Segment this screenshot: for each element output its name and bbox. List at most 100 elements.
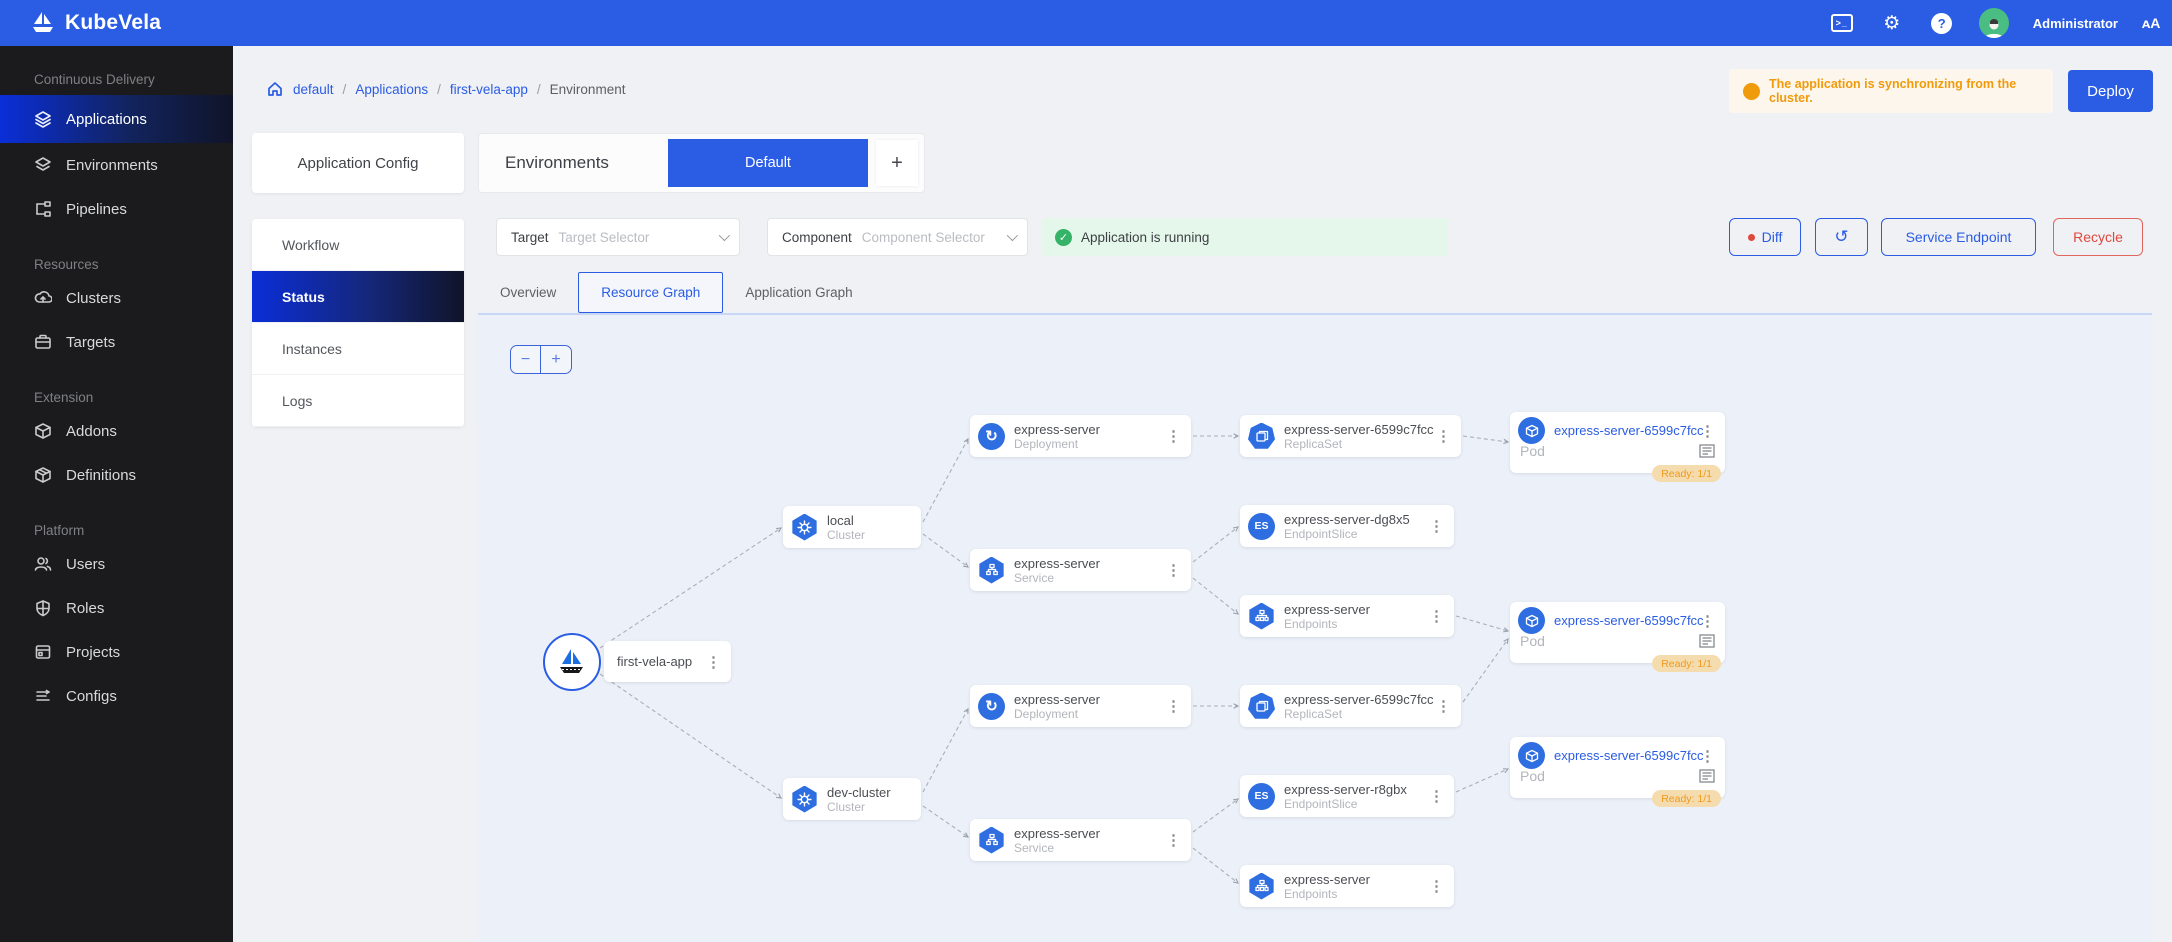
breadcrumb-default[interactable]: default (293, 81, 334, 97)
pod-title-link[interactable]: express-server-6599c7fcc (1554, 748, 1704, 763)
graph-node-cluster-dev[interactable]: dev-cluster Cluster (783, 778, 921, 820)
sidebar-item-label: Clusters (66, 289, 122, 307)
sidebar-item-label: Users (66, 555, 106, 573)
refresh-button[interactable]: ↺ (1815, 218, 1868, 256)
node-menu-icon[interactable]: ⋮ (1700, 612, 1715, 630)
breadcrumb-applications[interactable]: Applications (355, 81, 429, 97)
sidebar-item-pipelines[interactable]: Pipelines (0, 187, 233, 231)
submenu-item-logs[interactable]: Logs (252, 375, 464, 427)
username-label[interactable]: Administrator (2032, 15, 2118, 31)
node-menu-icon[interactable]: ⋮ (1429, 518, 1444, 535)
node-menu-icon[interactable]: ⋮ (1700, 747, 1715, 765)
app-root-label-card[interactable]: first-vela-app ⋮ (604, 641, 731, 682)
sidebar-item-applications[interactable]: Applications (0, 95, 233, 143)
graph-node-endpoints-local[interactable]: express-server Endpoints ⋮ (1240, 595, 1454, 637)
sidebar-item-clusters[interactable]: Clusters (0, 276, 233, 320)
graph-node-pod-3[interactable]: express-server-6599c7fcc ⋮ Pod Ready: 1/… (1510, 737, 1725, 807)
component-selector[interactable]: Component Component Selector (767, 218, 1028, 256)
pod-title-link[interactable]: express-server-6599c7fcc (1554, 423, 1704, 438)
pod-log-icon[interactable] (1699, 444, 1715, 458)
sidebar-item-roles[interactable]: Roles (0, 586, 233, 630)
add-environment-button[interactable]: + (876, 140, 918, 186)
status-submenu: Workflow Status Instances Logs (252, 219, 464, 427)
warning-icon: ! (1743, 82, 1760, 100)
submenu-item-instances[interactable]: Instances (252, 323, 464, 375)
graph-node-deployment-dev[interactable]: ↻ express-server Deployment ⋮ (970, 685, 1191, 727)
sidebar-item-projects[interactable]: Projects (0, 630, 233, 674)
diff-dot-icon (1747, 233, 1755, 241)
zoom-out-button[interactable]: − (511, 346, 541, 373)
avatar[interactable] (1978, 8, 2009, 38)
tab-overview[interactable]: Overview (500, 285, 557, 300)
node-subtitle: ReplicaSet (1284, 706, 1343, 721)
node-menu-icon[interactable]: ⋮ (706, 653, 721, 671)
sidebar-item-users[interactable]: Users (0, 542, 233, 586)
definitions-icon (34, 466, 52, 484)
application-config-label: Application Config (297, 154, 419, 172)
node-menu-icon[interactable]: ⋮ (1429, 878, 1444, 895)
graph-node-pod-1[interactable]: express-server-6599c7fcc ⋮ Pod Ready: 1/… (1510, 412, 1725, 482)
node-menu-icon[interactable]: ⋮ (1436, 698, 1451, 715)
submenu-item-workflow[interactable]: Workflow (252, 219, 464, 271)
resource-graph-canvas[interactable]: − + first-vela-app ⋮ local Cluster dev-c… (478, 313, 2152, 942)
node-title: express-server (1284, 601, 1370, 617)
node-subtitle: Endpoints (1284, 886, 1338, 901)
sidebar-item-definitions[interactable]: Definitions (0, 453, 233, 497)
recycle-button[interactable]: Recycle (2053, 218, 2143, 256)
breadcrumb-environment: Environment (549, 81, 626, 97)
sidebar-item-label: Applications (66, 110, 147, 128)
sidebar-section-resources: Resources (34, 257, 99, 272)
node-menu-icon[interactable]: ⋮ (1436, 428, 1451, 445)
node-title: local (827, 512, 854, 528)
node-menu-icon[interactable]: ⋮ (1166, 428, 1181, 445)
sidebar-item-configs[interactable]: Configs (0, 674, 233, 718)
pod-log-icon[interactable] (1699, 769, 1715, 783)
environment-tab-default[interactable]: Default (668, 139, 868, 187)
graph-node-endpoints-dev[interactable]: express-server Endpoints ⋮ (1240, 865, 1454, 907)
graph-node-pod-2[interactable]: express-server-6599c7fcc ⋮ Pod Ready: 1/… (1510, 602, 1725, 672)
deploy-button[interactable]: Deploy (2068, 70, 2153, 112)
kubevela-logo[interactable]: KubeVela (0, 10, 161, 36)
node-menu-icon[interactable]: ⋮ (1700, 422, 1715, 440)
graph-node-replicaset-local[interactable]: express-server-6599c7fcc ReplicaSet ⋮ (1240, 415, 1461, 457)
breadcrumb-first-vela-app[interactable]: first-vela-app (449, 81, 528, 97)
node-title: express-server (1014, 825, 1100, 841)
node-menu-icon[interactable]: ⋮ (1429, 608, 1444, 625)
tab-application-graph[interactable]: Application Graph (745, 285, 853, 300)
graph-node-cluster-local[interactable]: local Cluster (783, 506, 921, 548)
submenu-item-status[interactable]: Status (252, 271, 464, 323)
graph-node-endpointslice-dg8x5[interactable]: ES express-server-dg8x5 EndpointSlice ⋮ (1240, 505, 1454, 547)
application-config-card[interactable]: Application Config (252, 133, 464, 193)
gear-icon[interactable]: ⚙ (1883, 12, 1901, 34)
node-menu-icon[interactable]: ⋮ (1429, 788, 1444, 805)
target-selector[interactable]: Target Target Selector (496, 218, 740, 256)
sidebar-section-extension: Extension (34, 390, 94, 405)
app-root-node[interactable] (543, 633, 601, 691)
graph-tabs: Overview Resource Graph Application Grap… (478, 272, 875, 313)
service-endpoint-button[interactable]: Service Endpoint (1881, 218, 2036, 256)
help-icon[interactable]: ? (1929, 10, 1955, 36)
graph-node-service-local[interactable]: express-server Service ⋮ (970, 549, 1191, 591)
node-menu-icon[interactable]: ⋮ (1166, 832, 1181, 849)
sidebar-section-continuous-delivery: Continuous Delivery (34, 72, 155, 87)
tab-resource-graph[interactable]: Resource Graph (578, 272, 724, 313)
diff-button[interactable]: Diff (1729, 218, 1801, 256)
graph-node-endpointslice-r8gbx[interactable]: ES express-server-r8gbx EndpointSlice ⋮ (1240, 775, 1454, 817)
zoom-in-button[interactable]: + (541, 346, 571, 373)
home-icon[interactable] (266, 80, 284, 98)
service-endpoint-label: Service Endpoint (1905, 229, 2012, 245)
node-menu-icon[interactable]: ⋮ (1166, 698, 1181, 715)
language-icon[interactable]: ᴀA (2142, 15, 2161, 31)
node-menu-icon[interactable]: ⋮ (1166, 562, 1181, 579)
graph-node-service-dev[interactable]: express-server Service ⋮ (970, 819, 1191, 861)
pod-log-icon[interactable] (1699, 634, 1715, 648)
graph-node-deployment-local[interactable]: ↻ express-server Deployment ⋮ (970, 415, 1191, 457)
graph-node-replicaset-dev[interactable]: express-server-6599c7fcc ReplicaSet ⋮ (1240, 685, 1461, 727)
endpoints-icon (1249, 602, 1274, 630)
sidebar-item-addons[interactable]: Addons (0, 409, 233, 453)
projects-icon (34, 643, 52, 661)
sidebar-item-environments[interactable]: Environments (0, 143, 233, 187)
pod-title-link[interactable]: express-server-6599c7fcc (1554, 613, 1704, 628)
terminal-icon[interactable]: >_ (1829, 10, 1855, 36)
sidebar-item-targets[interactable]: Targets (0, 320, 233, 364)
